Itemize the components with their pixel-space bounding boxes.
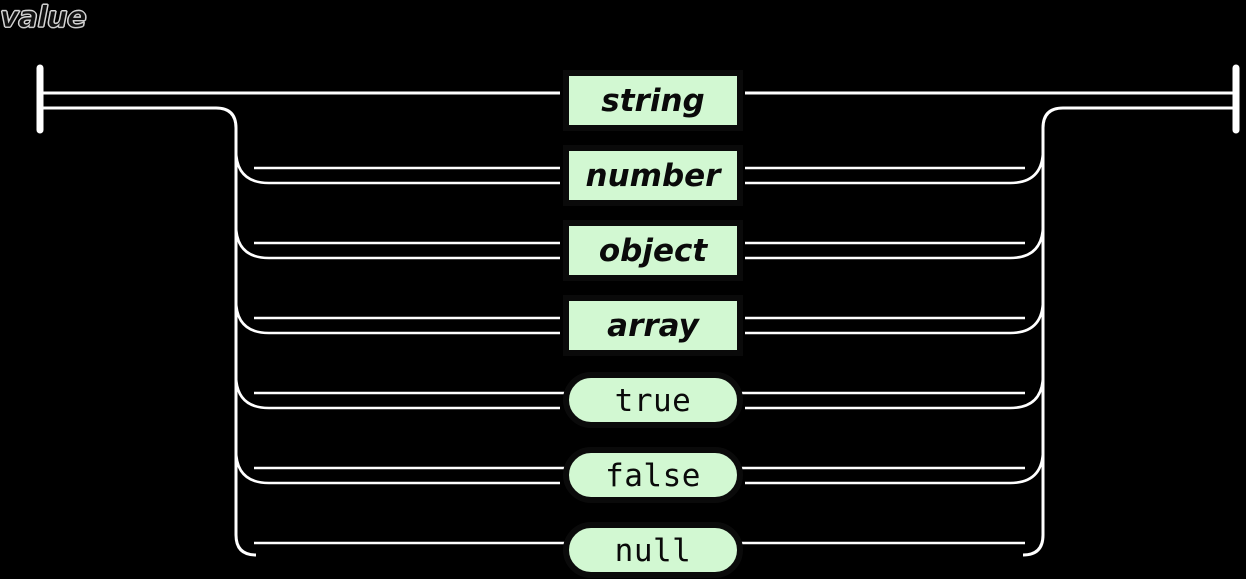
rail-true-out-bottom xyxy=(745,374,1045,410)
alternative-null[interactable]: null xyxy=(254,522,1025,578)
alternative-object[interactable]: object xyxy=(234,220,1045,281)
string-box[interactable] xyxy=(563,70,743,131)
alternative-number[interactable]: number xyxy=(234,145,1045,206)
false-pill[interactable] xyxy=(563,447,743,503)
false-label: false xyxy=(605,458,701,494)
alternative-true[interactable]: true xyxy=(234,372,1045,428)
rail-object-out-bottom xyxy=(745,224,1045,260)
rail-out-trunk-right xyxy=(1022,106,1236,557)
object-label: object xyxy=(599,233,709,269)
object-box[interactable] xyxy=(563,220,743,281)
alternative-false[interactable]: false xyxy=(234,447,1045,503)
array-box[interactable] xyxy=(563,295,743,356)
rail-in-trunk-left xyxy=(40,106,257,557)
rail-array-out-bottom xyxy=(745,299,1045,335)
string-label: string xyxy=(601,83,704,119)
rail-object-in-bottom xyxy=(234,224,560,260)
page-title: value xyxy=(0,0,87,35)
alternative-string[interactable]: string xyxy=(563,70,743,131)
rail-false-out-bottom xyxy=(745,449,1045,485)
rail-true-in-bottom xyxy=(234,374,560,410)
number-box[interactable] xyxy=(563,145,743,206)
array-label: array xyxy=(607,308,700,344)
null-pill[interactable] xyxy=(563,522,743,578)
rail-false-in-bottom xyxy=(234,449,560,485)
number-label: number xyxy=(586,158,723,194)
true-pill[interactable] xyxy=(563,372,743,428)
rail-array-in-bottom xyxy=(234,299,560,335)
alternative-array[interactable]: array xyxy=(234,295,1045,356)
true-label: true xyxy=(615,383,692,419)
rail-number-out-bottom xyxy=(745,149,1045,185)
null-label: null xyxy=(615,533,692,569)
rail-number-in-bottom xyxy=(234,149,560,185)
